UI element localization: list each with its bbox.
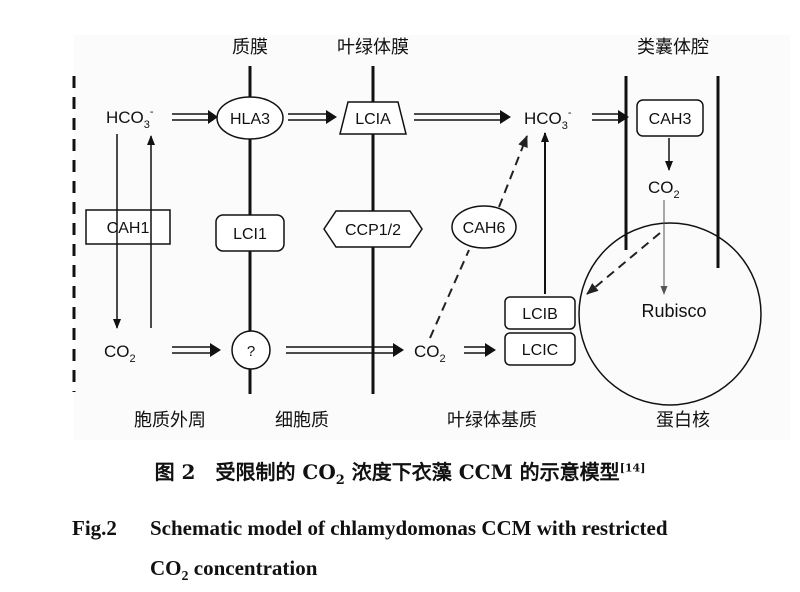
lcia-transporter [339,101,407,135]
periplasm-label: 胞质外周 [134,410,206,431]
lcib-box [504,296,576,330]
pyrenoid-circle [578,222,762,406]
lcic-box [504,332,576,366]
co2-periplasm-label: CO2 [104,342,136,365]
dashed-line-co2-to-cah6 [429,249,470,339]
arrow-co2-to-lcic [464,343,496,357]
arrow-unknown-to-co2-stroma [286,343,404,357]
plasma-membrane-label: 质膜 [232,37,268,58]
lci1-label: LCI1 [233,226,267,243]
lcia-label: LCIA [355,111,391,128]
ccp12-transporter [323,210,423,248]
caption-chinese: 图 2 受限制的 CO2 浓度下衣藻 CCM 的示意模型[14] [154,460,646,488]
arrow-lcia-to-hco3-stroma [414,110,511,124]
arrow-hco3-to-cah3 [592,110,629,124]
dashed-arrow-pyrenoid-to-lcib [586,232,661,295]
caption-english-figure-number: Fig.2 [72,516,117,540]
co2-lumen-label: CO2 [648,178,680,201]
dashed-arrow-cah6-to-hco3 [498,135,528,208]
ccm-diagram: 质膜 叶绿体膜 类囊体腔 胞质外周 细胞质 叶绿体基质 蛋白核 HCO3- CO… [72,35,790,440]
cah1-box [85,209,171,245]
diagram-background [74,35,790,440]
arrow-co2-to-unknown [172,343,221,357]
hco3-stroma-label: HCO3- [524,107,572,132]
hla3-label: HLA3 [230,111,270,128]
hla3-transporter [216,96,284,140]
cah6-ellipse [451,205,517,249]
lcic-label: LCIC [522,342,558,359]
co2-stroma-label: CO2 [414,342,446,365]
rubisco-label: Rubisco [641,301,706,321]
pyrenoid-label: 蛋白核 [656,410,710,431]
arrow-hla3-to-lcia [288,110,337,124]
hco3-periplasm-label: HCO3- [106,106,154,131]
chloroplast-membrane-label: 叶绿体膜 [337,37,409,58]
caption-english-line2: CO2 concentration [150,556,318,585]
unknown-transporter-circle [231,330,271,370]
cah6-label: CAH6 [463,220,506,237]
ccp12-label: CCP1/2 [345,222,401,239]
caption-english-line1: Schematic model of chlamydomonas CCM wit… [150,516,668,540]
cah1-label: CAH1 [107,220,150,237]
lci1-box [215,214,285,252]
arrow-hco3-to-hla3 [172,110,218,124]
cah3-box [636,99,704,137]
cah3-label: CAH3 [649,111,692,128]
chloroplast-stroma-label: 叶绿体基质 [447,410,537,431]
cytoplasm-label: 细胞质 [275,410,329,431]
lcib-label: LCIB [522,306,558,323]
unknown-transporter-label: ? [247,343,255,360]
thylakoid-lumen-label: 类囊体腔 [637,37,709,58]
